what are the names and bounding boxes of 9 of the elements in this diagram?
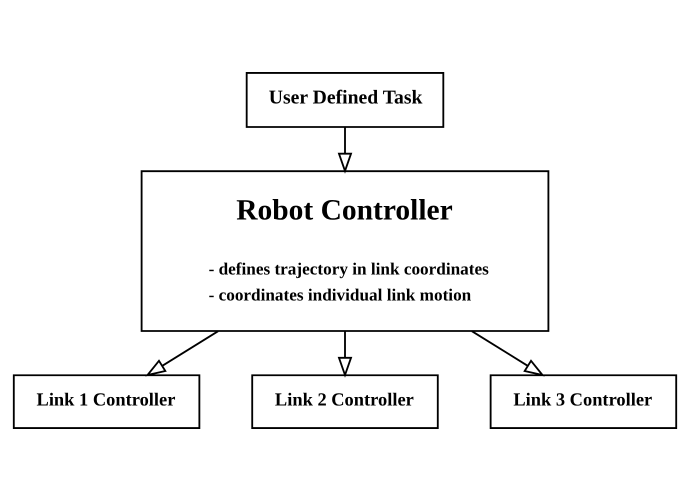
arrow — [338, 126, 352, 174]
node-box: Link 3 Controller — [490, 374, 678, 428]
arrow — [145, 330, 219, 376]
node-box: Link 2 Controller — [251, 374, 439, 428]
arrow — [338, 330, 352, 378]
arrow — [471, 330, 545, 376]
node-box: Link 1 Controller — [12, 374, 200, 428]
node-box: User Defined Task — [246, 72, 444, 128]
node-box: Robot Controller - defines trajectory in link coordinates - coordinates individual link motion — [140, 170, 550, 332]
